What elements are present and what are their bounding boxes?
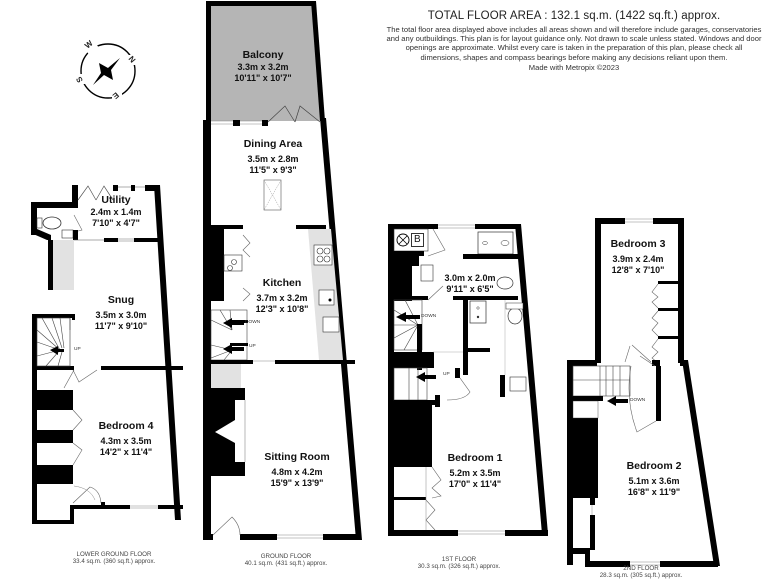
stair-label-down: DOWN [245, 320, 261, 325]
room-metric: 3.5m x 2.8m [247, 154, 299, 164]
room-metric: 4.8m x 4.2m [271, 467, 323, 477]
second-floor-plan [567, 218, 720, 567]
floor-name: GROUND FLOOR [260, 553, 312, 560]
first-floor-plan [388, 224, 548, 536]
room-metric: 3.9m x 2.4m [612, 254, 664, 264]
room-imperial: 17'0" x 11'4" [448, 478, 502, 489]
room-metric: 3.3m x 3.2m [237, 62, 289, 72]
room-metric: 5.1m x 3.6m [628, 476, 680, 486]
room-metric: 2.4m x 1.4m [90, 207, 142, 217]
room-name: Kitchen [262, 277, 302, 289]
room-name: Snug [107, 294, 135, 306]
room-bedroom-1: Bedroom 1 5.2m x 3.5m 17'0" x 11'4" [448, 452, 503, 489]
room-utility: Utility 2.4m x 1.4m 7'10" x 4'7" [90, 194, 141, 228]
room-name: Bedroom 4 [98, 420, 154, 432]
room-imperial: 11'7" x 9'10" [94, 320, 148, 331]
room-imperial: 14'2" x 11'4" [99, 446, 153, 457]
stair-label-down: DOWN [630, 398, 646, 403]
room-name: Dining Area [243, 138, 303, 150]
floor-area: 28.3 sq.m. (305 sq.ft.) approx. [599, 572, 683, 580]
room-metric: 3.0m x 2.0m [444, 273, 496, 283]
floor-caption-first: 1ST FLOOR 30.3 sq.m. (326 sq.ft.) approx… [418, 556, 501, 571]
room-metric: 4.3m x 3.5m [100, 436, 152, 446]
stair-label-down: DOWN [421, 314, 437, 319]
room-imperial: 15'9" x 13'9" [270, 477, 324, 488]
floor-name: LOWER GROUND FLOOR [76, 551, 152, 558]
room-kitchen: Kitchen 3.7m x 3.2m 12'3" x 10'8" [256, 277, 309, 314]
room-imperial: 16'8" x 11'9" [627, 486, 681, 497]
floor-area: 33.4 sq.m. (360 sq.ft.) approx. [72, 558, 156, 566]
floor-area: 40.1 sq.m. (431 sq.ft.) approx. [244, 560, 328, 568]
floor-name: 2ND FLOOR [623, 565, 659, 572]
lower-ground-floor-plan [31, 185, 183, 524]
room-imperial: 11'5" x 9'3" [249, 164, 297, 175]
floor-name: 1ST FLOOR [441, 556, 477, 563]
boiler-label: B [411, 233, 424, 247]
room-name: Balcony [242, 49, 284, 61]
room-metric: 5.2m x 3.5m [449, 468, 501, 478]
room-name: Bedroom 3 [610, 238, 666, 250]
floor-caption-second: 2ND FLOOR 28.3 sq.m. (305 sq.ft.) approx… [600, 565, 683, 580]
floor-area-header: TOTAL FLOOR AREA : 132.1 sq.m. (1422 sq.… [380, 10, 768, 72]
room-imperial: 9'11" x 6'5" [446, 283, 494, 294]
room-balcony: Balcony 3.3m x 3.2m 10'11" x 10'7" [234, 49, 291, 83]
room-name: Utility [101, 194, 131, 206]
stair-label-up: UP [74, 347, 81, 352]
room-sitting-room: Sitting Room 4.8m x 4.2m 15'9" x 13'9" [264, 451, 329, 488]
room-bedroom-2: Bedroom 2 5.1m x 3.6m 16'8" x 11'9" [627, 460, 682, 497]
room-bedroom-4: Bedroom 4 4.3m x 3.5m 14'2" x 11'4" [99, 420, 154, 457]
room-metric: 3.5m x 3.0m [95, 310, 147, 320]
floor-caption-ground: GROUND FLOOR 40.1 sq.m. (431 sq.ft.) app… [245, 553, 328, 568]
room-metric: 3.7m x 3.2m [256, 293, 308, 303]
room-bedroom-3: Bedroom 3 3.9m x 2.4m 12'8" x 7'10" [611, 238, 666, 275]
room-name: Bedroom 1 [447, 452, 503, 464]
stair-label-up: UP [443, 372, 450, 377]
room-shower-room: 3.0m x 2.0m 9'11" x 6'5" [444, 273, 495, 294]
room-name: Bedroom 2 [626, 460, 682, 472]
room-imperial: 7'10" x 4'7" [92, 217, 140, 228]
room-snug: Snug 3.5m x 3.0m 11'7" x 9'10" [95, 294, 147, 331]
total-floor-area-title: TOTAL FLOOR AREA : 132.1 sq.m. (1422 sq.… [427, 10, 721, 22]
disclaimer-text: The total floor area displayed above inc… [386, 25, 762, 62]
room-imperial: 12'8" x 7'10" [611, 264, 665, 275]
floor-caption-lower-ground: LOWER GROUND FLOOR 33.4 sq.m. (360 sq.ft… [73, 551, 156, 566]
room-name: Sitting Room [264, 451, 330, 463]
stair-label-up: UP [249, 344, 256, 349]
room-imperial: 12'3" x 10'8" [255, 303, 309, 314]
compass-star-icon [76, 39, 137, 100]
made-with-credit: Made with Metropix ©2023 [528, 62, 620, 72]
room-dining-area: Dining Area 3.5m x 2.8m 11'5" x 9'3" [244, 138, 303, 175]
floor-area: 30.3 sq.m. (326 sq.ft.) approx. [417, 563, 501, 571]
ground-floor-plan [203, 1, 362, 540]
room-imperial: 10'11" x 10'7" [234, 72, 292, 83]
